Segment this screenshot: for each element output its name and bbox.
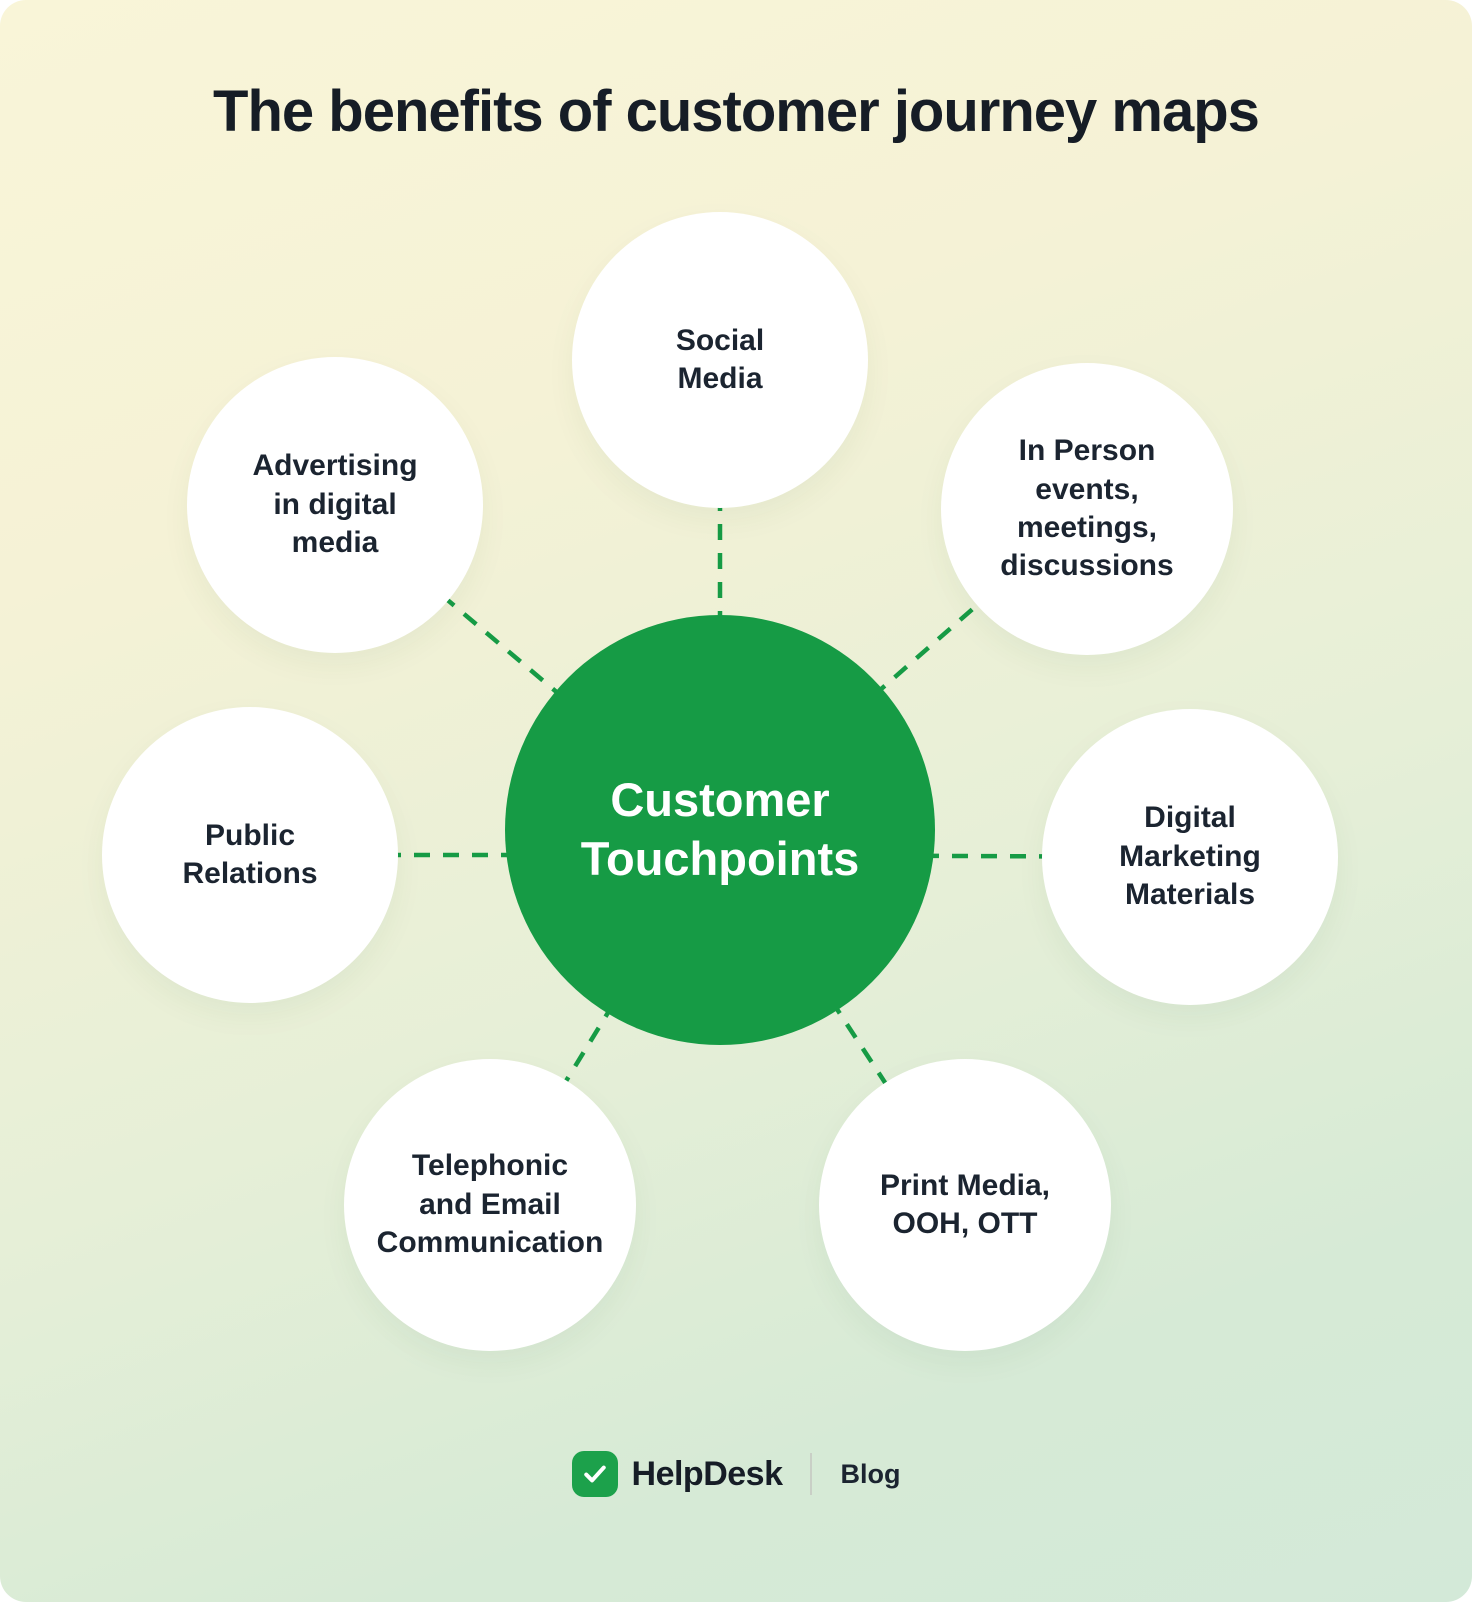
footer-divider: [810, 1453, 813, 1495]
center-node-label: Customer Touchpoints: [580, 773, 860, 885]
node-label: Public Relations: [182, 818, 318, 890]
node-label: Telephonic and Email Communication: [376, 1149, 604, 1260]
footer-section-label: Blog: [840, 1458, 901, 1489]
node-digital-marketing-materials: Digital Marketing Materials: [1042, 709, 1338, 1005]
node-label: In Person events, meetings, discussions: [1000, 434, 1174, 583]
footer-branding: HelpDesk Blog: [0, 1451, 1472, 1497]
node-social-media: Social Media: [572, 212, 868, 508]
node-print-media-ooh-ott: Print Media, OOH, OTT: [819, 1059, 1111, 1351]
node-label: Social Media: [675, 323, 765, 395]
node-telephonic-email-communication: Telephonic and Email Communication: [344, 1059, 636, 1351]
brand-name: HelpDesk: [631, 1454, 783, 1493]
node-in-person-events: In Person events, meetings, discussions: [941, 363, 1233, 655]
node-label: Digital Marketing Materials: [1119, 801, 1261, 912]
node-label: Advertising in digital media: [252, 449, 418, 560]
node-public-relations: Public Relations: [102, 707, 398, 1003]
node-advertising-in-digital-media: Advertising in digital media: [187, 357, 483, 653]
node-label: Print Media, OOH, OTT: [879, 1168, 1051, 1240]
helpdesk-logo-icon: [571, 1451, 618, 1497]
center-node-customer-touchpoints: Customer Touchpoints: [505, 615, 935, 1045]
page-title: The benefits of customer journey maps: [213, 79, 1260, 144]
